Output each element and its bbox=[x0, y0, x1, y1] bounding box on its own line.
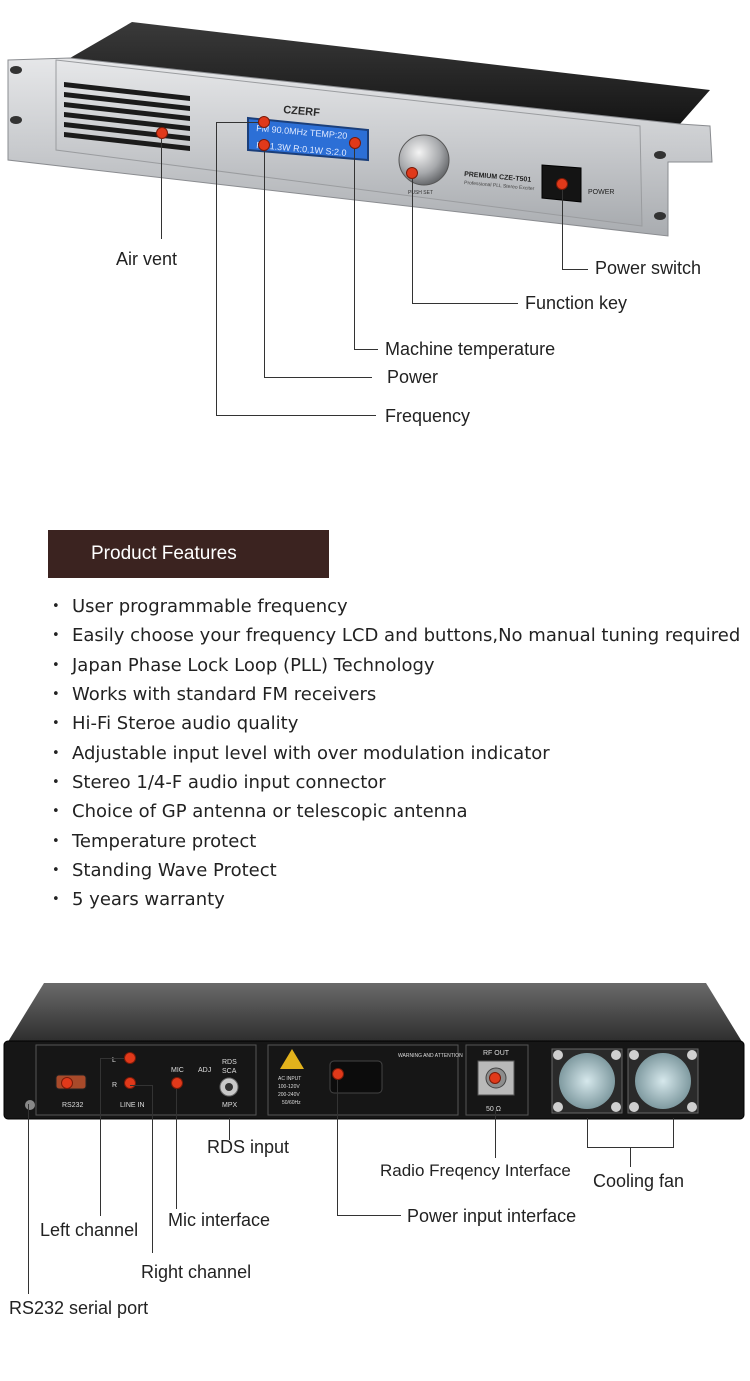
function-key-leader-h bbox=[412, 303, 518, 304]
power-label-callout: Power bbox=[387, 367, 439, 387]
rf-interface-label: Radio Freqency Interface bbox=[380, 1161, 571, 1180]
rds-silk: RDS bbox=[222, 1059, 237, 1066]
list-item: •User programmable frequency bbox=[52, 596, 348, 618]
rf-out-silk: RF OUT bbox=[483, 1050, 510, 1057]
right-channel-label: Right channel bbox=[141, 1262, 252, 1282]
fan-leader-down bbox=[630, 1147, 631, 1167]
machine-temperature-label: Machine temperature bbox=[385, 339, 556, 359]
ohm-silk: 50 Ω bbox=[486, 1106, 501, 1113]
power-leader-h bbox=[264, 377, 372, 378]
power-switch-leader-h bbox=[562, 269, 588, 270]
air-vent-leader bbox=[161, 139, 162, 239]
mic-interface-label: Mic interface bbox=[168, 1210, 271, 1230]
left-channel-marker bbox=[124, 1052, 136, 1064]
frequency-leader-top bbox=[216, 122, 258, 123]
ac-v1-silk: 100-120V bbox=[278, 1084, 300, 1090]
ac-v2-silk: 200-240V bbox=[278, 1092, 300, 1098]
power-switch-marker bbox=[556, 178, 568, 190]
left-channel-label: Left channel bbox=[40, 1220, 139, 1240]
ac-input-silk: AC INPUT bbox=[278, 1076, 301, 1082]
list-item: •Hi-Fi Steroe audio quality bbox=[52, 713, 299, 735]
r-silk: R bbox=[112, 1082, 117, 1089]
adj-silk: ADJ bbox=[198, 1067, 211, 1074]
mic-silk: MIC bbox=[171, 1067, 184, 1074]
ac-hz-silk: 50/60Hz bbox=[282, 1100, 301, 1106]
temperature-marker bbox=[349, 137, 361, 149]
power-marker bbox=[258, 139, 270, 151]
back-panel-illustration: RS232 L R LINE IN MIC ADJ RDS SCA MPX AC… bbox=[0, 975, 750, 1125]
front-panel-illustration: FM 90.0MHz TEMP:20 P:01.3W R:0.1W S:2.0 … bbox=[0, 0, 750, 240]
list-item: •Adjustable input level with over modula… bbox=[52, 742, 550, 764]
power-input-label: Power input interface bbox=[407, 1206, 577, 1226]
list-item: •Stereo 1/4-F audio input connector bbox=[52, 771, 386, 793]
list-item: •5 years warranty bbox=[52, 889, 225, 911]
mic-leader bbox=[176, 1089, 177, 1209]
power-input-leader-h bbox=[337, 1215, 401, 1216]
power-input-leader-v bbox=[337, 1080, 338, 1216]
air-vent-label: Air vent bbox=[116, 249, 178, 269]
left-channel-leader-top bbox=[100, 1058, 124, 1059]
warning-silk: WARNING AND ATTENTION bbox=[398, 1053, 463, 1059]
list-item: •Standing Wave Protect bbox=[52, 859, 277, 881]
temperature-leader-v bbox=[354, 149, 355, 350]
temperature-leader-h bbox=[354, 349, 378, 350]
list-item: •Japan Phase Lock Loop (PLL) Technology bbox=[52, 654, 435, 676]
feature-list: •User programmable frequency •Easily cho… bbox=[52, 592, 740, 914]
frequency-label: Frequency bbox=[385, 406, 471, 426]
air-vent-marker bbox=[156, 127, 168, 139]
product-features-heading: Product Features bbox=[48, 530, 329, 578]
rf-out-marker bbox=[489, 1072, 501, 1084]
function-key-marker bbox=[406, 167, 418, 179]
rs232-silk: RS232 bbox=[62, 1102, 84, 1109]
power-leader-v bbox=[264, 151, 265, 378]
frequency-leader-h bbox=[216, 415, 376, 416]
l-silk: L bbox=[112, 1057, 116, 1064]
power-input-marker bbox=[332, 1068, 344, 1080]
frequency-leader-v bbox=[216, 122, 217, 416]
rds-input-label: RDS input bbox=[207, 1137, 290, 1157]
sca-silk: SCA bbox=[222, 1068, 237, 1075]
mpx-silk: MPX bbox=[222, 1102, 238, 1109]
right-channel-marker bbox=[124, 1077, 136, 1089]
rf-leader bbox=[495, 1110, 496, 1158]
power-switch-label: Power switch bbox=[595, 258, 702, 278]
list-item: •Choice of GP antenna or telescopic ante… bbox=[52, 801, 468, 823]
frequency-marker bbox=[258, 116, 270, 128]
power-label: POWER bbox=[588, 189, 614, 196]
list-item: •Temperature protect bbox=[52, 830, 257, 852]
rs232-marker bbox=[61, 1077, 73, 1089]
list-item: •Easily choose your frequency LCD and bu… bbox=[52, 625, 741, 647]
fan-leader-left bbox=[587, 1118, 588, 1148]
right-channel-leader bbox=[152, 1085, 153, 1253]
function-key-leader-v bbox=[412, 179, 413, 304]
function-key-label: Function key bbox=[525, 293, 628, 313]
mic-marker bbox=[171, 1077, 183, 1089]
cooling-fan-label: Cooling fan bbox=[593, 1171, 685, 1191]
line-in-silk: LINE IN bbox=[120, 1102, 145, 1109]
list-item: •Works with standard FM receivers bbox=[52, 684, 377, 706]
power-switch-leader-v bbox=[562, 190, 563, 270]
rs232-leader bbox=[28, 1104, 29, 1294]
fan-leader-right bbox=[673, 1118, 674, 1148]
knob-label: PUSH SET bbox=[408, 190, 433, 196]
left-channel-leader-v bbox=[100, 1058, 101, 1216]
right-channel-leader-top bbox=[130, 1085, 152, 1086]
rds-leader bbox=[229, 1118, 230, 1140]
rs232-port-label: RS232 serial port bbox=[9, 1298, 149, 1318]
brand-logo: CZERF bbox=[283, 104, 321, 119]
